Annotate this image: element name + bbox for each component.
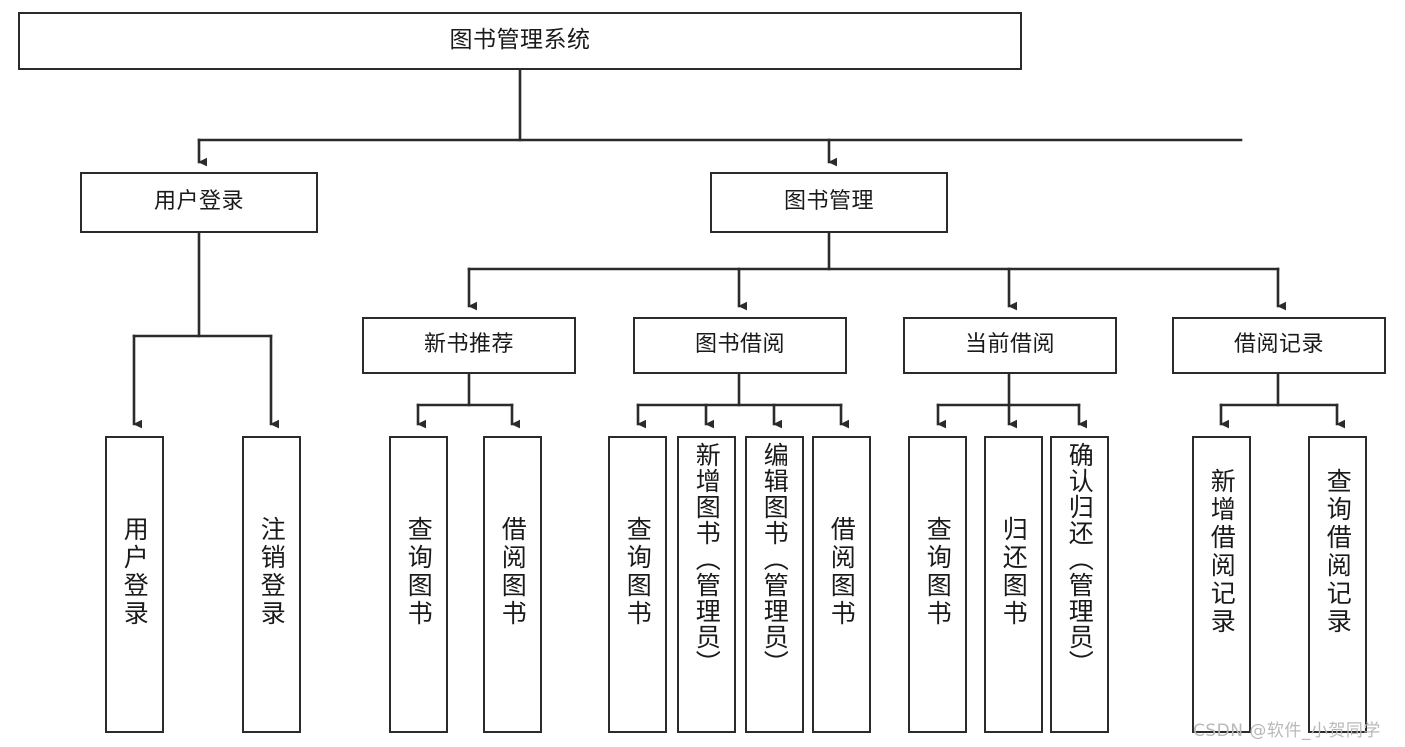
leaf-query-borrowing-record[interactable]: 查询借阅记录	[1308, 436, 1367, 733]
leaf-add-book-admin[interactable]: 新增图书（管理员）	[677, 436, 736, 733]
node-label: 图书借阅	[694, 332, 785, 358]
node-root-book-management-system[interactable]: 图书管理系统	[18, 12, 1022, 70]
node-label: 用户登录	[153, 189, 244, 215]
node-label: 归还图书	[999, 516, 1029, 628]
node-label: 查询图书	[623, 516, 653, 628]
node-label: 编辑图书（管理员）	[760, 442, 790, 676]
leaf-add-borrowing-record[interactable]: 新增借阅记录	[1192, 436, 1251, 733]
leaf-borrow-book-borrowing[interactable]: 借阅图书	[812, 436, 871, 733]
node-label: 新增图书（管理员）	[692, 442, 722, 676]
node-label: 注销登录	[257, 516, 287, 628]
node-borrowing-records[interactable]: 借阅记录	[1172, 317, 1386, 374]
node-book-borrowing[interactable]: 图书借阅	[633, 317, 847, 374]
node-label: 新书推荐	[423, 332, 514, 358]
leaf-edit-book-admin[interactable]: 编辑图书（管理员）	[745, 436, 804, 733]
leaf-confirm-return-admin[interactable]: 确认归还（管理员）	[1050, 436, 1109, 733]
node-label: 借阅记录	[1233, 332, 1324, 358]
node-label: 借阅图书	[827, 516, 857, 628]
node-current-borrowing[interactable]: 当前借阅	[903, 317, 1117, 374]
leaf-query-book-recommendation[interactable]: 查询图书	[389, 436, 448, 733]
leaf-return-book[interactable]: 归还图书	[984, 436, 1043, 733]
leaf-logout[interactable]: 注销登录	[242, 436, 301, 733]
node-label: 当前借阅	[964, 332, 1055, 358]
node-new-book-recommendation[interactable]: 新书推荐	[362, 317, 576, 374]
leaf-user-login[interactable]: 用户登录	[105, 436, 164, 733]
node-book-management[interactable]: 图书管理	[710, 172, 948, 233]
leaf-query-book-borrowing[interactable]: 查询图书	[608, 436, 667, 733]
node-label: 查询借阅记录	[1323, 468, 1353, 636]
node-label: 查询图书	[404, 516, 434, 628]
node-label: 确认归还（管理员）	[1065, 442, 1095, 676]
node-user-login[interactable]: 用户登录	[80, 172, 318, 233]
leaf-borrow-book-recommendation[interactable]: 借阅图书	[483, 436, 542, 733]
node-label: 新增借阅记录	[1207, 468, 1237, 636]
leaf-query-book-current[interactable]: 查询图书	[908, 436, 967, 733]
csdn-watermark: CSDN @软件_小贺同学	[1193, 721, 1381, 741]
node-label: 查询图书	[923, 516, 953, 628]
node-label: 借阅图书	[498, 516, 528, 628]
node-label: 图书管理系统	[449, 27, 591, 54]
node-label: 用户登录	[120, 516, 150, 628]
node-label: 图书管理	[783, 189, 874, 215]
